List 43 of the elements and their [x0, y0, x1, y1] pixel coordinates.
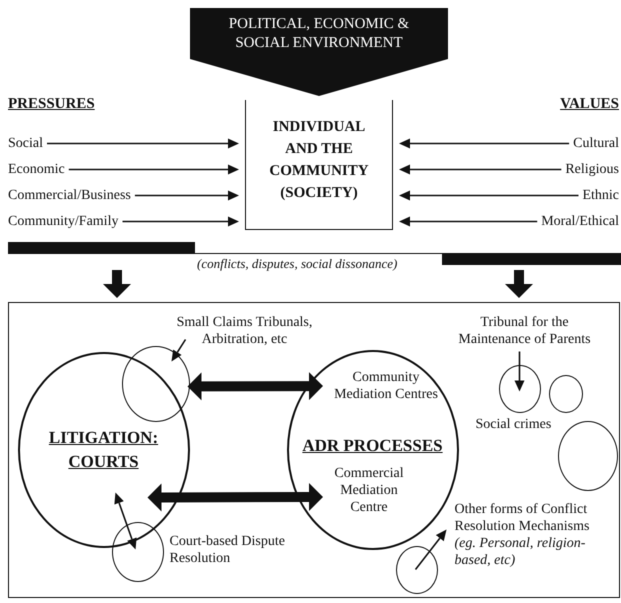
- annotation-text: Other forms of Conflict Resolution Mechanisms (eg. Personal, religion-based, etc): [454, 500, 614, 568]
- annotation-text: Small Claims Tribunals, Arbitration, etc: [164, 314, 324, 348]
- annotation-text: Commercial Mediation Centre: [327, 465, 411, 516]
- caption-text: Court-based Dispute Resolution: [170, 532, 286, 566]
- value-label: Moral/Ethical: [541, 213, 619, 230]
- pressure-label: Economic: [8, 161, 65, 178]
- annotation-text: Community Mediation Centres: [327, 369, 445, 403]
- block-arrow: [505, 270, 533, 298]
- pressure-label: Community/Family: [8, 213, 118, 230]
- circle: [498, 364, 540, 412]
- panel-box: [8, 302, 620, 598]
- circle: [558, 420, 618, 490]
- circle: [548, 374, 582, 412]
- pressure-label: Social: [8, 135, 43, 152]
- banner-arrow: POLITICAL, ECONOMIC & SOCIAL ENVIRONMENT: [190, 8, 448, 96]
- arrow: [414, 530, 447, 570]
- society-box: INDIVIDUAL AND THE COMMUNITY (SOCIETY): [245, 100, 393, 230]
- block-arrow: [188, 372, 323, 400]
- block-arrow: [103, 270, 131, 298]
- circle: [112, 522, 164, 582]
- value-label: Ethnic: [582, 187, 619, 204]
- heading: PRESSURES: [8, 96, 95, 113]
- arrow: [68, 164, 239, 174]
- circle: [396, 546, 438, 594]
- arrow: [122, 216, 239, 226]
- block-arrow: [148, 483, 323, 512]
- value-label: Religious: [565, 161, 619, 178]
- arrow: [399, 216, 538, 226]
- arrow: [171, 339, 186, 362]
- circle: [122, 346, 190, 422]
- annotation-text: Tribunal for the Maintenance of Parents: [444, 314, 604, 348]
- arrow: [47, 138, 239, 148]
- heading: ADR PROCESSES: [301, 436, 444, 456]
- arrow: [399, 138, 570, 148]
- caption-text: (conflicts, disputes, social dissonance): [197, 256, 398, 272]
- arrow: [399, 164, 562, 174]
- heading: VALUES: [560, 96, 619, 113]
- arrow: [134, 190, 239, 200]
- value-label: Cultural: [573, 135, 619, 152]
- arrow: [399, 190, 578, 200]
- pressure-label: Commercial/Business: [8, 187, 131, 204]
- arrow: [114, 492, 137, 550]
- caption-text: Social crimes: [476, 416, 552, 432]
